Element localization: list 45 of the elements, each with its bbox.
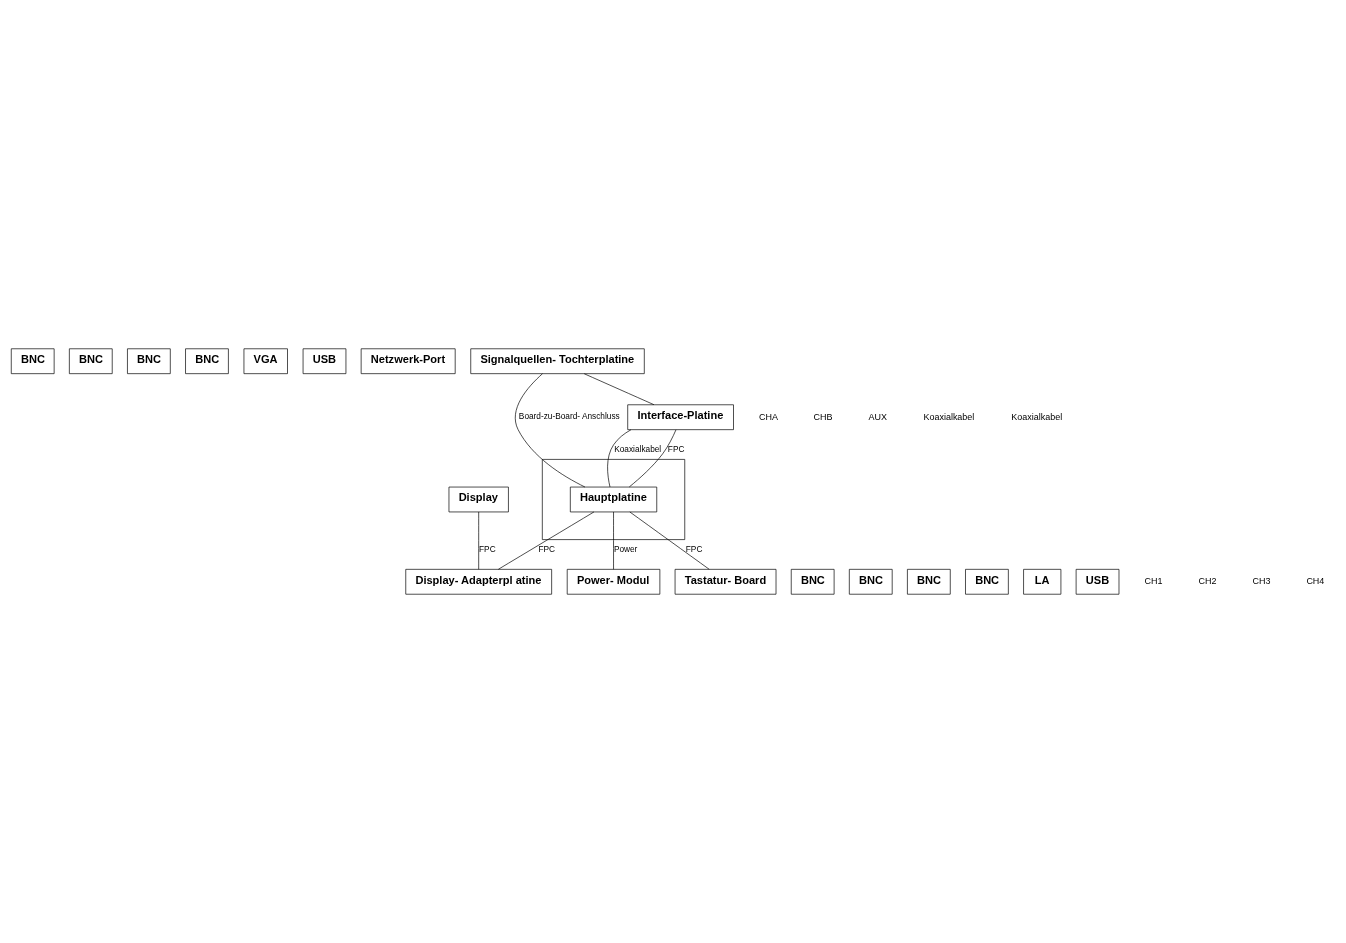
node-box: BNC <box>10 348 55 374</box>
label: CH3 <box>1252 576 1271 587</box>
label: CHA <box>758 411 778 422</box>
node-box: BNC <box>69 348 113 374</box>
edge-label: FPC <box>538 543 556 554</box>
node-box: Interface-Platine <box>627 404 734 430</box>
label: CH2 <box>1198 576 1217 587</box>
edge-label: FPC <box>667 443 685 454</box>
node-box: Signalquellen- Tochterplatine <box>470 348 645 374</box>
node-box: BNC <box>965 569 1009 595</box>
connector <box>583 373 655 406</box>
label: CH4 <box>1306 576 1325 587</box>
label: Koaxialkabel <box>1011 411 1063 422</box>
label: CH1 <box>1144 576 1163 587</box>
label: CHB <box>813 411 833 422</box>
node-box: BNC <box>185 348 229 374</box>
node-box: USB <box>302 348 347 374</box>
node-box: Display <box>448 486 509 513</box>
node-box: VGA <box>243 348 288 374</box>
edge-label: FPC <box>479 543 496 554</box>
node-box: Display- Adapterpl atine <box>405 569 552 595</box>
connector <box>498 511 595 570</box>
edge-label: Koaxialkabel <box>614 443 662 454</box>
connector <box>628 429 677 488</box>
node-box: Netzwerk-Port <box>360 348 456 374</box>
node-box: BNC <box>127 348 171 374</box>
node-box: BNC <box>907 569 951 595</box>
node-box: Hauptplatine <box>569 486 658 513</box>
edge-label: Power <box>613 543 638 554</box>
connector <box>629 511 710 570</box>
connector <box>613 511 614 570</box>
connector <box>514 373 586 488</box>
edge-label: FPC <box>685 543 703 554</box>
connector <box>607 429 632 488</box>
node-box: Power- Modul <box>566 569 661 595</box>
node-box: LA <box>1023 569 1062 595</box>
connector <box>478 511 480 570</box>
node-box: Tastatur- Board <box>674 569 777 595</box>
cluster <box>541 459 686 540</box>
node-box: BNC <box>848 569 893 595</box>
node-box: BNC <box>790 569 835 595</box>
label: AUX <box>868 411 887 422</box>
node-box: USB <box>1075 569 1120 595</box>
edge-label: Board-zu-Board- Anschluss <box>518 411 620 422</box>
label: Koaxialkabel <box>923 411 975 422</box>
